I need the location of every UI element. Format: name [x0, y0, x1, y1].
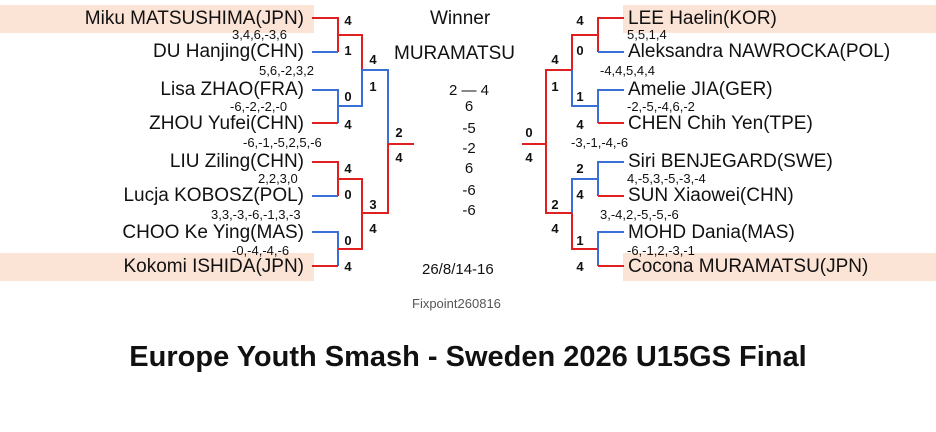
right-game-count: 4 [576, 187, 584, 202]
final-game-6: -6 [462, 202, 476, 219]
page-title: Europe Youth Smash - Sweden 2026 U15GS F… [129, 341, 807, 373]
left-game-count: 0 [344, 187, 352, 202]
date: 26/8/14-16 [422, 261, 494, 278]
highlight-left-top [0, 5, 314, 33]
left-game-count: 3 [369, 197, 377, 212]
right-game-count: 0 [525, 125, 533, 140]
left-match-score: 5,6,-2,3,2 [259, 63, 314, 78]
right-player-7: MOHD Dania(MAS) [628, 222, 795, 243]
right-player-5: Siri BENJEGARD(SWE) [628, 151, 833, 172]
highlight-right-bottom [623, 253, 936, 281]
left-player-1: Miku MATSUSHIMA(JPN) [84, 8, 304, 29]
left-player-5: LIU Ziling(CHN) [169, 151, 304, 172]
left-game-count: 0 [344, 233, 352, 248]
right-player-6: SUN Xiaowei(CHN) [628, 185, 794, 206]
highlight-right-top [623, 5, 936, 33]
final-game-5: -6 [462, 182, 476, 199]
bracket-lines [312, 17, 624, 267]
final-game-4: 6 [464, 160, 474, 177]
right-game-count: 0 [576, 43, 584, 58]
left-game-count: 4 [395, 150, 403, 165]
left-game-count: 4 [344, 161, 352, 176]
right-game-count: 4 [551, 52, 559, 67]
left-game-count: 1 [344, 43, 352, 58]
left-player-4: ZHOU Yufei(CHN) [149, 113, 304, 134]
left-game-count: 0 [344, 89, 352, 104]
right-match-score: -2,-5,-4,6,-2 [627, 99, 695, 114]
left-game-count: 4 [369, 52, 377, 67]
right-player-4: CHEN Chih Yen(TPE) [628, 113, 813, 134]
right-match-score: -6,-1,2,-3,-1 [627, 243, 695, 258]
right-match-score: 4,-5,3,-5,-3,-4 [627, 171, 706, 186]
credit: Fixpoint260816 [412, 296, 501, 311]
right-game-count: 4 [551, 221, 559, 236]
left-player-6: Lucja KOBOSZ(POL) [123, 185, 304, 206]
winner-name: MURAMATSU [394, 43, 516, 64]
right-match-score: -3,-1,-4,-6 [571, 135, 629, 150]
final-game-2: -5 [462, 120, 476, 137]
right-game-count: 2 [551, 197, 559, 212]
right-game-count: 1 [576, 233, 584, 248]
right-player-2: Aleksandra NAWROCKA(POL) [628, 41, 891, 62]
highlight-left-bottom [0, 253, 314, 281]
right-game-count: 4 [576, 259, 584, 274]
left-match-score: -0,-4,-4,-6 [232, 243, 290, 258]
winner-label: Winner [430, 8, 491, 29]
right-game-count: 1 [551, 79, 559, 94]
left-match-score: -6,-2,-2,-0 [230, 99, 288, 114]
final-score: 2 ― 4 [448, 82, 490, 99]
right-game-count: 4 [576, 117, 584, 132]
right-match-score: -4,4,5,4,4 [600, 63, 655, 78]
final-game-1: 6 [464, 98, 474, 115]
right-match-score: 5,5,1,4 [627, 27, 667, 42]
right-game-count: 1 [576, 89, 584, 104]
right-game-count: 4 [576, 13, 584, 28]
left-game-count: 4 [344, 259, 352, 274]
left-match-score: 2,2,3,0 [258, 171, 298, 186]
right-game-count: 2 [576, 161, 584, 176]
left-game-count: 2 [395, 125, 403, 140]
left-match-score: 3,3,-3,-6,-1,3,-3 [211, 207, 301, 222]
right-player-8: Cocona MURAMATSU(JPN) [628, 256, 869, 277]
left-game-count: 4 [344, 13, 352, 28]
left-player-3: Lisa ZHAO(FRA) [160, 79, 304, 100]
right-player-1: LEE Haelin(KOR) [628, 8, 777, 29]
left-game-count: 4 [369, 221, 377, 236]
left-game-count: 1 [369, 79, 377, 94]
right-player-3: Amelie JIA(GER) [628, 79, 773, 100]
left-match-score: -6,-1,-5,2,5,-6 [243, 135, 322, 150]
left-player-2: DU Hanjing(CHN) [153, 41, 304, 62]
left-player-7: CHOO Ke Ying(MAS) [122, 222, 304, 243]
left-game-count: 4 [344, 117, 352, 132]
final-game-3: -2 [462, 140, 476, 157]
right-game-count: 4 [525, 150, 533, 165]
left-match-score: 3,4,6,-3,6 [232, 27, 287, 42]
right-match-score: 3,-4,2,-5,-5,-6 [600, 207, 679, 222]
left-player-8: Kokomi ISHIDA(JPN) [123, 256, 304, 277]
